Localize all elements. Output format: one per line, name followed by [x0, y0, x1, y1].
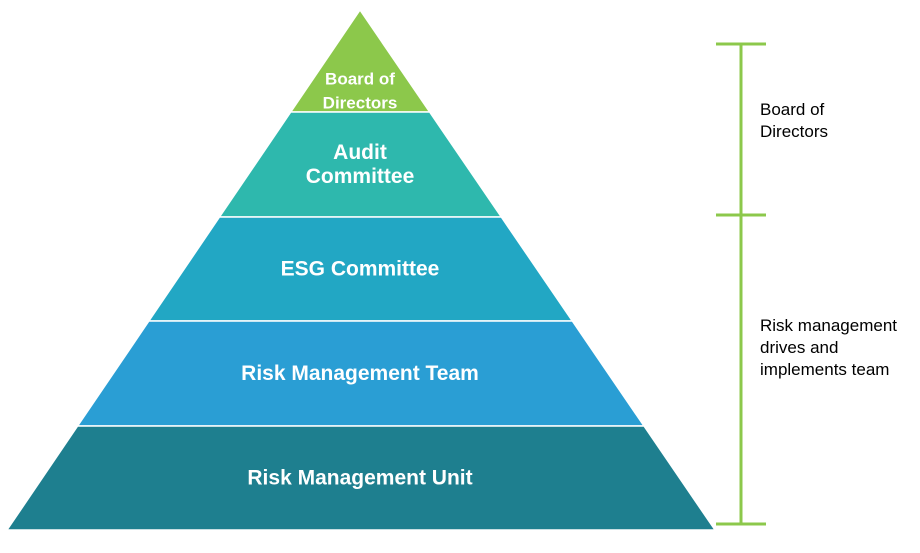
tier-esg-committee-label-line: ESG Committee — [281, 258, 440, 281]
bracket-label-board-of-directors: Board of Directors — [760, 100, 829, 141]
tier-audit-committee-label-line: Audit — [333, 141, 387, 164]
bracket-risk-management — [716, 213, 766, 526]
tier-risk-management-unit-shape — [5, 425, 717, 531]
tier-risk-management-team: Risk Management Team — [76, 320, 646, 427]
tier-risk-management-team-label-line: Risk Management Team — [241, 362, 479, 385]
bracket-board-of-directors — [716, 42, 766, 217]
brackets — [716, 42, 766, 526]
tier-audit-committee-label-line: Committee — [306, 165, 415, 188]
tier-risk-management-unit: Risk Management Unit — [5, 425, 717, 531]
tier-board-of-directors-label-line: Board of — [325, 70, 395, 89]
tier-risk-management-unit-label-line: Risk Management Unit — [247, 467, 472, 490]
tier-board-of-directors: Board of Directors — [289, 8, 432, 113]
tier-board-of-directors-label-line: Directors — [323, 94, 398, 113]
bracket-board-of-directors-line — [716, 42, 766, 217]
tier-esg-committee: ESG Committee — [147, 216, 574, 322]
bracket-label-risk-management: Risk management drives and implements te… — [760, 316, 898, 379]
bracket-risk-management-line — [716, 213, 766, 526]
